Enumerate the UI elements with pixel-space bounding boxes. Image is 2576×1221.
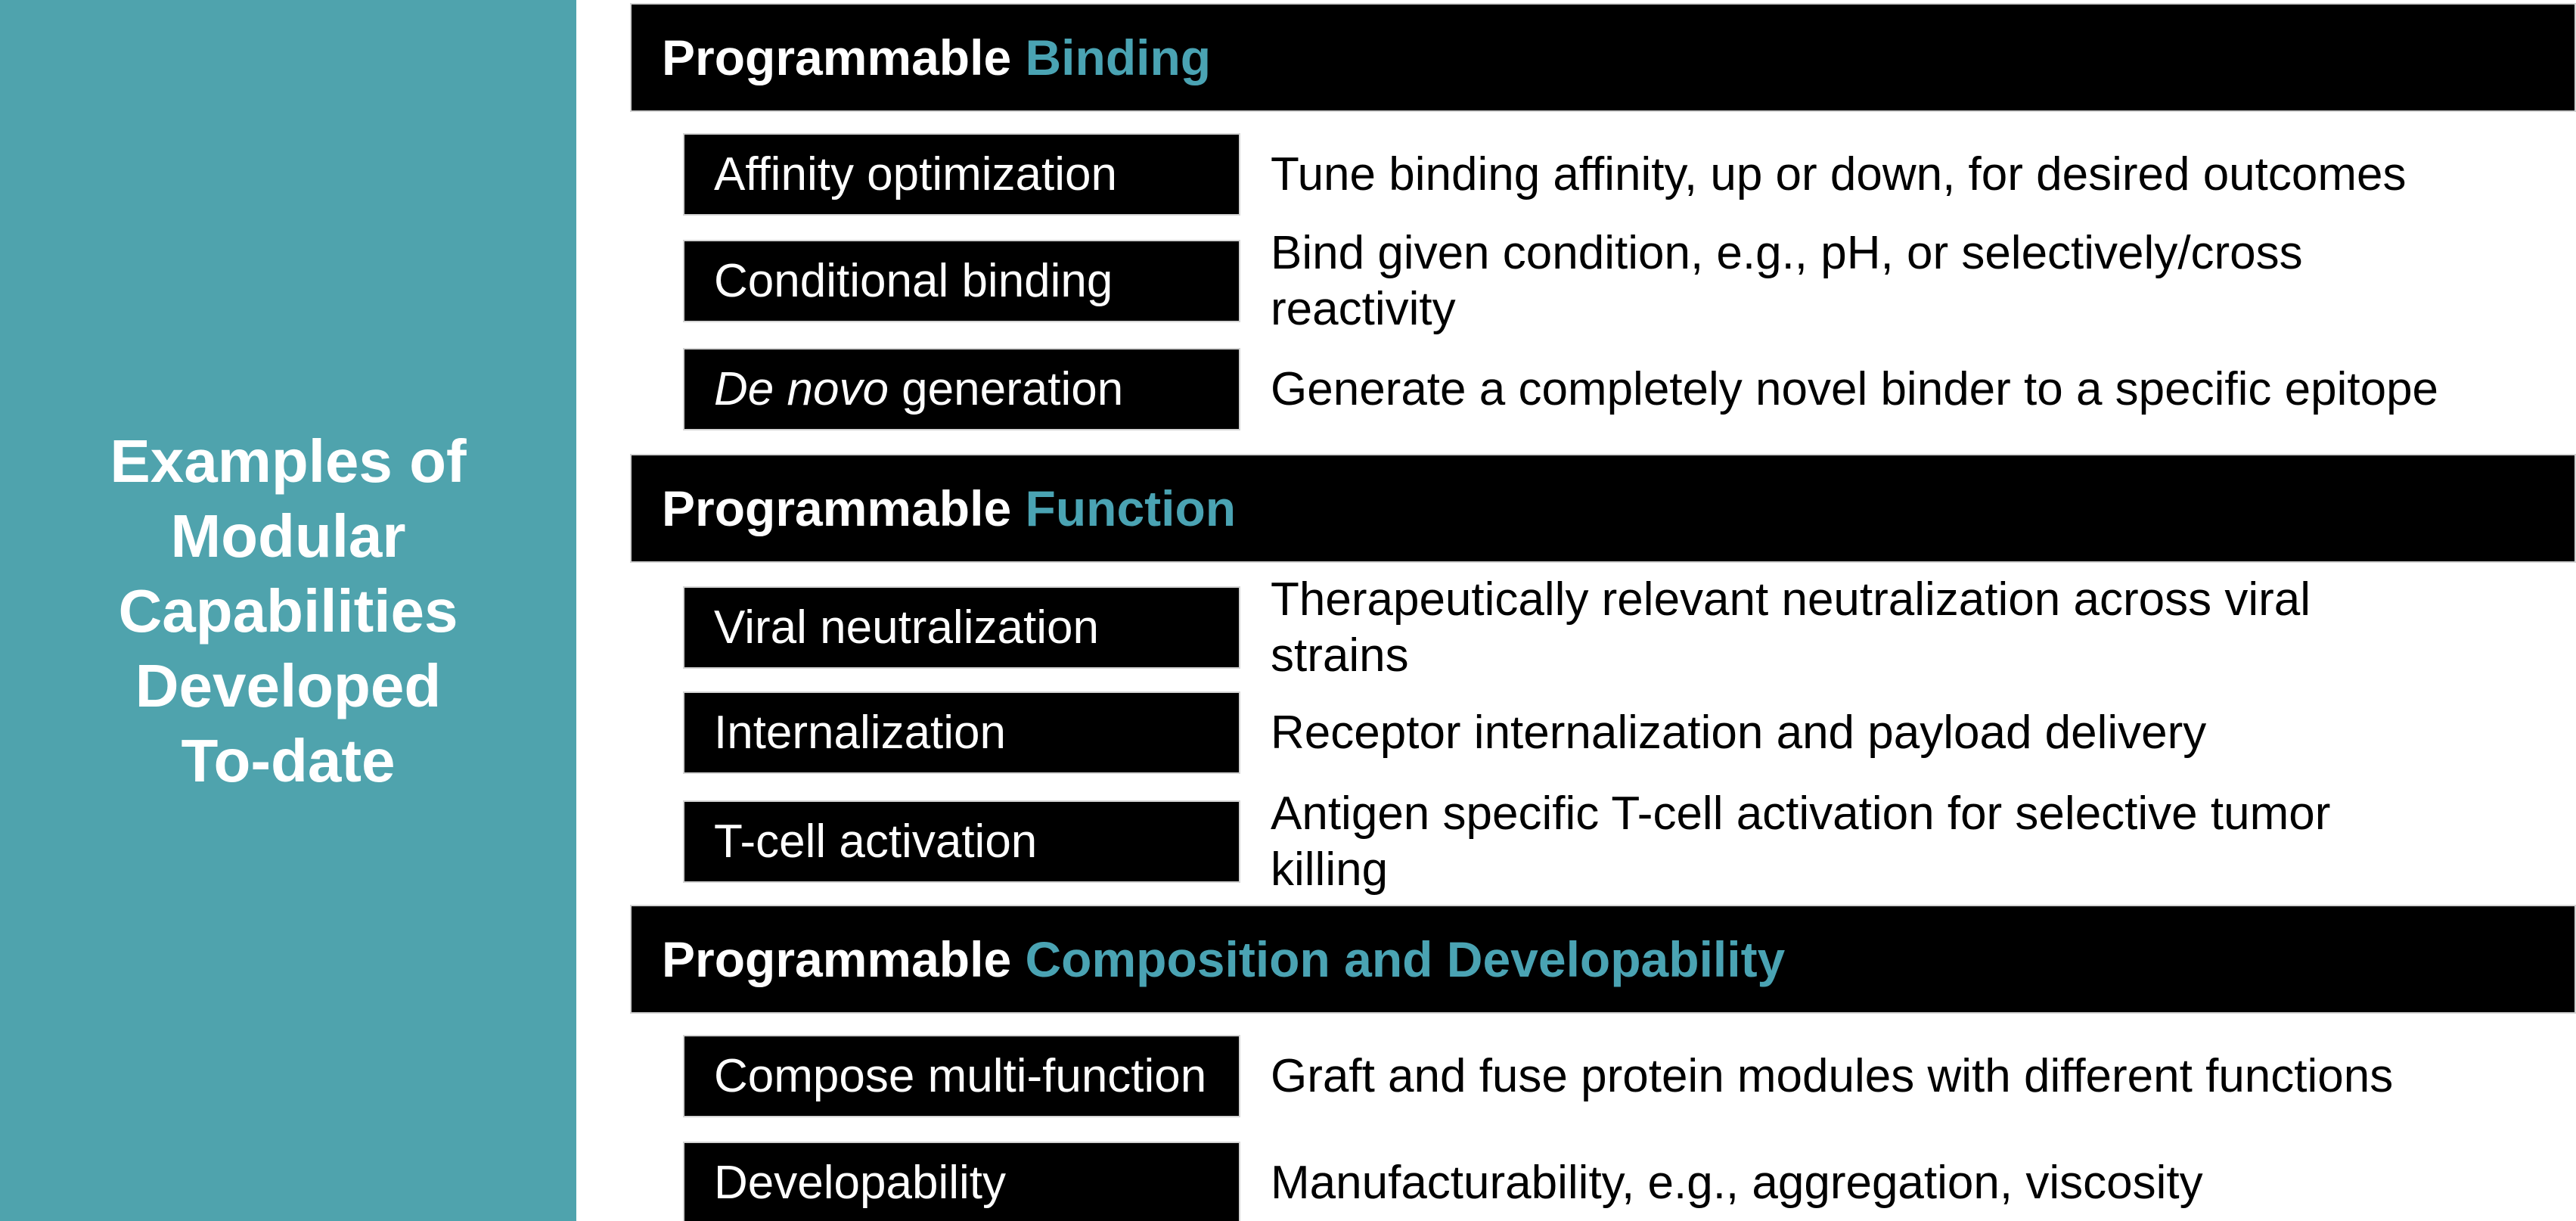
capability-row-de-novo-generation: De novo generation Generate a completely… — [683, 348, 2576, 430]
capability-label: Internalization — [714, 707, 1007, 759]
capability-row-compose-multi-function: Compose multi-function Graft and fuse pr… — [683, 1035, 2576, 1117]
capability-description: Bind given condition, e.g., pH, or selec… — [1271, 225, 2303, 337]
section-header-composition-developability: Programmable Composition and Developabil… — [630, 905, 2576, 1014]
sidebar-title-line: To-date — [181, 726, 396, 794]
capability-label-box: De novo generation — [683, 348, 1240, 430]
section-header-prefix: Programmable — [662, 30, 1026, 85]
description-line: Graft and fuse protein modules with diff… — [1271, 1049, 2394, 1102]
capability-label-box: Affinity optimization — [683, 133, 1240, 216]
capability-label: generation — [888, 363, 1124, 415]
capability-row-internalization: Internalization Receptor internalization… — [683, 691, 2576, 774]
capability-label-box: Compose multi-function — [683, 1035, 1240, 1117]
description-line: killing — [1271, 843, 1389, 896]
capability-label: Developability — [714, 1157, 1006, 1209]
capability-description: Tune binding affinity, up or down, for d… — [1271, 147, 2407, 203]
capability-row-viral-neutralization: Viral neutralization Therapeutically rel… — [683, 573, 2576, 682]
description-line: Antigen specific T-cell activation for s… — [1271, 787, 2331, 840]
capability-label-box: Internalization — [683, 691, 1240, 774]
description-line: reactivity — [1271, 282, 1456, 335]
capability-label-box: Developability — [683, 1142, 1240, 1221]
description-line: Manufacturability, e.g., aggregation, vi… — [1271, 1156, 2203, 1209]
capability-label: Conditional binding — [714, 255, 1113, 307]
capability-label: Compose multi-function — [714, 1050, 1207, 1102]
section-header-prefix: Programmable — [662, 931, 1026, 987]
capability-description: Antigen specific T-cell activation for s… — [1271, 786, 2330, 898]
section-header-function: Programmable Function — [630, 454, 2576, 563]
capability-label-italic: De novo — [714, 363, 889, 415]
sidebar: Examples of Modular Capabilities Develop… — [0, 0, 576, 1221]
capability-label: Viral neutralization — [714, 601, 1099, 654]
capability-label-box: T-cell activation — [683, 800, 1240, 883]
description-line: strains — [1271, 629, 1409, 682]
section-header-accent: Binding — [1025, 30, 1212, 85]
description-line: Receptor internalization and payload del… — [1271, 706, 2207, 759]
capability-label-box: Viral neutralization — [683, 586, 1240, 669]
description-line: Therapeutically relevant neutralization … — [1271, 573, 2311, 626]
description-line: Tune binding affinity, up or down, for d… — [1271, 148, 2407, 200]
sidebar-title: Examples of Modular Capabilities Develop… — [0, 424, 576, 798]
capability-description: Manufacturability, e.g., aggregation, vi… — [1271, 1155, 2203, 1211]
capability-description: Therapeutically relevant neutralization … — [1271, 572, 2311, 684]
description-line: Generate a completely novel binder to a … — [1271, 362, 2439, 415]
capability-row-developability: Developability Manufacturability, e.g., … — [683, 1142, 2576, 1221]
capability-row-conditional-binding: Conditional binding Bind given condition… — [683, 227, 2576, 335]
capability-row-t-cell-activation: T-cell activation Antigen specific T-cel… — [683, 788, 2576, 896]
sidebar-title-line: Capabilities — [118, 576, 458, 645]
sidebar-title-line: Examples of — [110, 427, 467, 495]
capability-label: T-cell activation — [714, 816, 1038, 868]
section-header-binding: Programmable Binding — [630, 3, 2576, 112]
capability-description: Graft and fuse protein modules with diff… — [1271, 1049, 2393, 1104]
capability-label-box: Conditional binding — [683, 240, 1240, 322]
capability-row-affinity-optimization: Affinity optimization Tune binding affin… — [683, 133, 2576, 216]
capability-label: Affinity optimization — [714, 148, 1117, 200]
sidebar-title-line: Modular — [170, 502, 406, 570]
section-header-accent: Composition and Developability — [1025, 931, 1786, 987]
section-header-prefix: Programmable — [662, 480, 1026, 536]
sidebar-title-line: Developed — [135, 651, 442, 719]
capability-description: Generate a completely novel binder to a … — [1271, 362, 2438, 418]
section-header-accent: Function — [1025, 480, 1237, 536]
description-line: Bind given condition, e.g., pH, or selec… — [1271, 226, 2303, 279]
capability-description: Receptor internalization and payload del… — [1271, 705, 2206, 761]
